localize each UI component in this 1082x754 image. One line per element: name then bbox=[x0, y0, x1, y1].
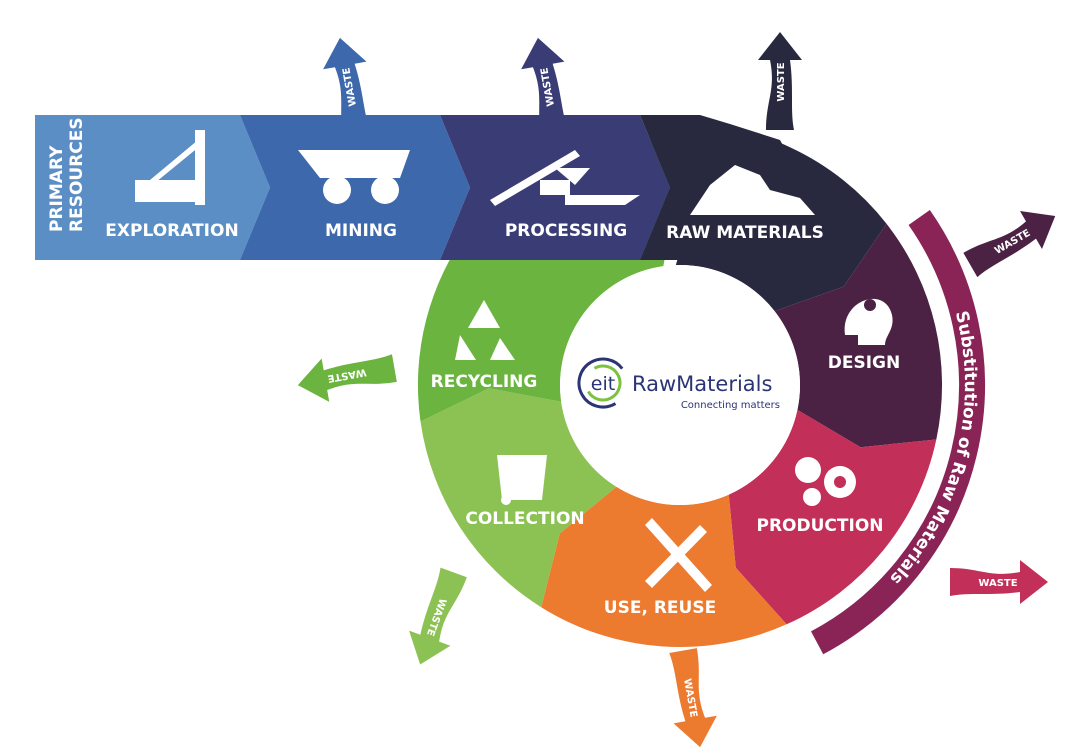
recycling-bin-icon bbox=[497, 455, 547, 505]
recycle-icon bbox=[455, 300, 515, 360]
cycle-ring bbox=[417, 123, 943, 647]
stage-label-collection: COLLECTION bbox=[465, 509, 584, 529]
waste-arrow-shape bbox=[323, 37, 371, 137]
icons bbox=[135, 130, 893, 592]
rocks-icon bbox=[690, 165, 815, 215]
waste-arrow: WASTE bbox=[521, 37, 569, 137]
logo-name: RawMaterials bbox=[632, 372, 772, 396]
conveyor-crusher-icon bbox=[490, 150, 640, 206]
waste-arrow-shape bbox=[297, 354, 397, 402]
waste-label: WASTE bbox=[776, 62, 787, 101]
substitution-band bbox=[810, 210, 985, 655]
waste-arrow: WASTE bbox=[669, 648, 717, 748]
stage-label-raw-materials: RAW MATERIALS bbox=[666, 223, 824, 243]
stage-label-recycling: RECYCLING bbox=[431, 372, 538, 392]
inner-circle bbox=[560, 265, 800, 505]
waste-arrow-shape bbox=[409, 567, 467, 665]
stage-label-use-reuse: USE, REUSE bbox=[604, 598, 716, 618]
waste-arrow: WASTE bbox=[758, 32, 802, 130]
logo-mark: eit bbox=[591, 373, 615, 395]
waste-arrow: WASTE bbox=[950, 560, 1048, 604]
waste-arrow: WASTE bbox=[297, 354, 397, 402]
stage-label-exploration: EXPLORATION bbox=[105, 221, 238, 241]
banner-mining bbox=[240, 115, 470, 260]
stage-label-mining: MINING bbox=[325, 221, 397, 241]
waste-arrow-shape bbox=[963, 210, 1056, 278]
waste-arrow-shape bbox=[950, 560, 1048, 604]
primary-resources-label: PRIMARYRESOURCES bbox=[47, 117, 87, 232]
waste-arrows: WASTE WASTE WASTE WASTE WASTE WASTE WASTE WASTE bbox=[297, 32, 1056, 748]
waste-arrow-shape bbox=[521, 37, 569, 137]
gears-icon bbox=[795, 457, 856, 506]
drill-rig-icon bbox=[135, 130, 205, 205]
logo: eit RawMaterials Connecting matters bbox=[577, 357, 780, 411]
waste-arrow: WASTE bbox=[323, 37, 371, 137]
logo-ring-navy bbox=[577, 357, 629, 409]
logo-ring-green bbox=[584, 364, 622, 402]
tools-icon bbox=[645, 518, 712, 592]
stage-labels: EXPLORATION MINING PROCESSING RAW MATERIALS… bbox=[47, 117, 900, 618]
waste-label: WASTE bbox=[978, 578, 1017, 589]
mining-truck-icon bbox=[298, 150, 410, 204]
stage-label-design: DESIGN bbox=[828, 353, 900, 373]
waste-arrow: WASTE bbox=[963, 210, 1056, 278]
stage-label-processing: PROCESSING bbox=[505, 221, 627, 241]
waste-arrow-shape bbox=[669, 648, 717, 748]
head-gears-icon bbox=[844, 298, 893, 345]
stage-label-production: PRODUCTION bbox=[757, 516, 884, 536]
ring-segment-production bbox=[728, 409, 937, 625]
logo-tagline: Connecting matters bbox=[681, 400, 780, 411]
waste-arrow: WASTE bbox=[409, 567, 467, 665]
waste-arrow-shape bbox=[758, 32, 802, 130]
